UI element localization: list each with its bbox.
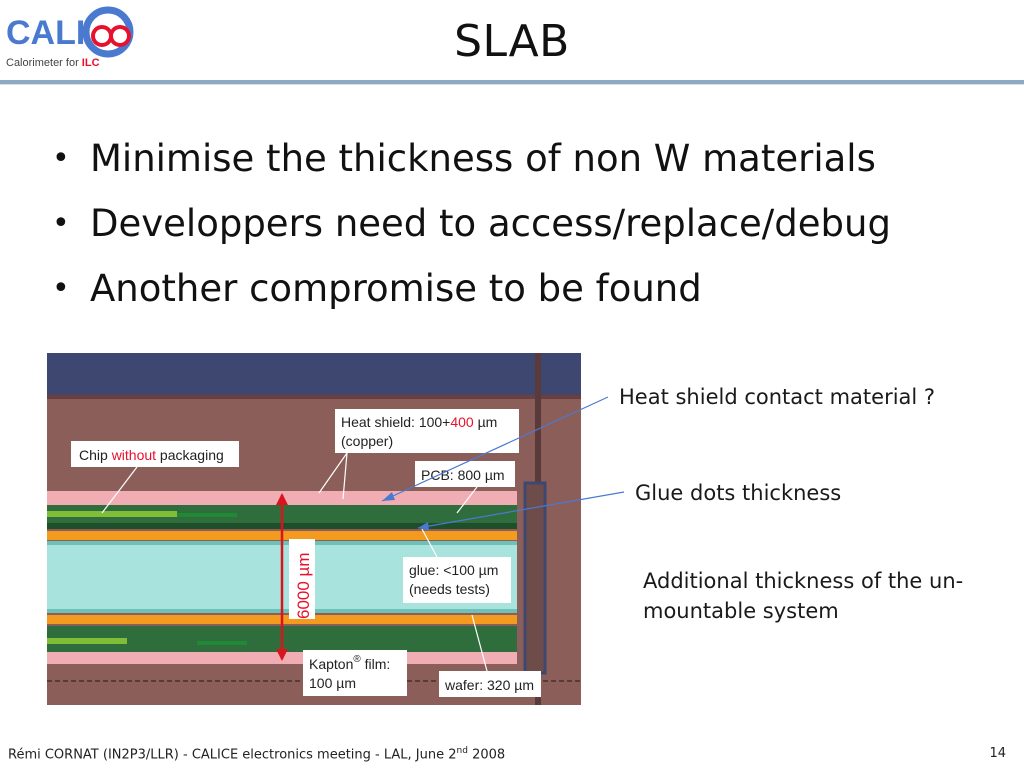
title-divider [0, 80, 1024, 84]
glue-label-line2: (needs tests) [409, 581, 490, 597]
logo-main-text: CALI [6, 14, 85, 52]
bullet-item: •Minimise the thickness of non W materia… [48, 126, 891, 191]
slide-title: SLAB [454, 16, 570, 67]
logo-subtitle: Calorimeter for ILC [6, 57, 100, 69]
kapton-label: Kapton® film: [309, 654, 390, 672]
heat-shield-label-line2: (copper) [341, 433, 393, 449]
bullet-icon: • [52, 141, 70, 176]
note-additional-line2: mountable system [643, 599, 839, 623]
kapton-label-line2: 100 µm [309, 675, 356, 691]
note-additional-line1: Additional thickness of the un- [643, 569, 964, 593]
slab-cross-section-diagram: 6000 µm Chip without packaging Heat shie… [47, 353, 581, 705]
bullet-item: •Another compromise to be found [48, 256, 891, 321]
note-additional-thickness: Additional thickness of the un- mountabl… [643, 566, 963, 626]
glue-label: glue: <100 µm [409, 562, 498, 578]
note-glue-dots: Glue dots thickness [635, 481, 842, 505]
pcb-label: PCB: 800 µm [421, 467, 505, 483]
note-heat-shield-contact: Heat shield contact material ? [619, 385, 936, 409]
heat-shield-label: Heat shield: 100+400 µm [341, 414, 497, 430]
calice-logo: CALI Calorimeter for ILC [6, 6, 134, 69]
bullet-list: •Minimise the thickness of non W materia… [48, 126, 891, 321]
logo-e-right-icon [109, 25, 131, 47]
footer-text: Rémi CORNAT (IN2P3/LLR) - CALICE electro… [8, 746, 506, 763]
bullet-icon: • [52, 271, 70, 306]
chip-label: Chip without packaging [79, 447, 224, 463]
bullet-icon: • [52, 206, 70, 241]
bullet-item: •Developpers need to access/replace/debu… [48, 191, 891, 256]
dimension-label: 6000 µm [294, 553, 313, 620]
wafer-label: wafer: 320 µm [444, 677, 534, 693]
title-divider-shadow [0, 84, 1024, 85]
page-number: 14 [989, 746, 1006, 761]
